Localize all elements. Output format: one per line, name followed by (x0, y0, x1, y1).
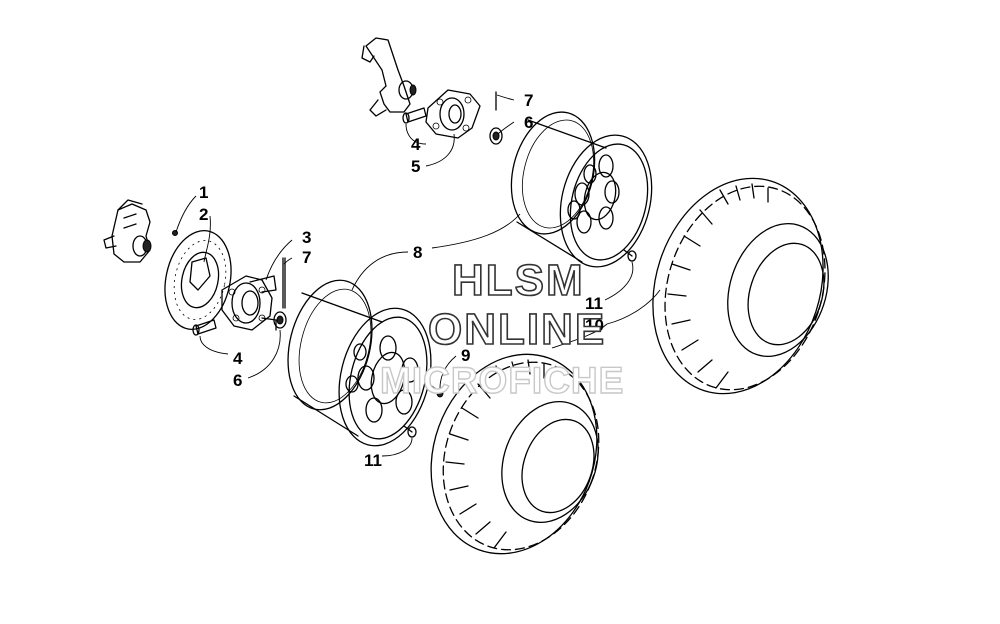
callout-labels: 1 2 3 7 4 6 7 6 4 5 8 9 11 11 10 (199, 91, 604, 470)
left-hub-stud (192, 319, 217, 336)
disc-bolt (172, 230, 178, 236)
left-wheel-rim (287, 279, 432, 447)
callout-10: 10 (585, 316, 604, 335)
watermark-line-1: HLSM (452, 256, 585, 305)
right-valve-stem (623, 249, 637, 262)
callout-7-right: 7 (524, 91, 533, 110)
callout-11-left: 11 (364, 451, 382, 470)
callout-9: 9 (461, 346, 470, 365)
brake-disc (164, 229, 232, 331)
callout-11-right: 11 (585, 294, 603, 313)
callout-1: 1 (199, 183, 208, 202)
left-castle-nut (273, 311, 287, 329)
callout-6-left: 6 (233, 371, 242, 390)
watermark: HLSM ONLINE MICROFICHE (379, 255, 624, 402)
right-steering-knuckle (361, 37, 417, 117)
right-hub (425, 89, 481, 139)
callout-4-right: 4 (411, 135, 421, 154)
callout-6-right: 6 (524, 113, 533, 132)
left-steering-knuckle (103, 199, 152, 263)
watermark-line-2: ONLINE (428, 305, 606, 354)
leader-lines (175, 94, 661, 457)
callout-3: 3 (302, 228, 311, 247)
right-tire (652, 177, 829, 395)
callout-7-left: 7 (302, 248, 311, 267)
watermark-line-3: MICROFICHE (380, 360, 624, 401)
callout-5: 5 (411, 157, 420, 176)
right-wheel-rim (510, 111, 653, 268)
callout-4-left: 4 (233, 349, 243, 368)
right-hub-stud (402, 107, 427, 124)
callout-2: 2 (199, 205, 208, 224)
left-tire (430, 353, 600, 555)
left-valve-stem (403, 425, 417, 438)
callout-8: 8 (413, 243, 422, 262)
right-castle-nut (489, 127, 503, 145)
